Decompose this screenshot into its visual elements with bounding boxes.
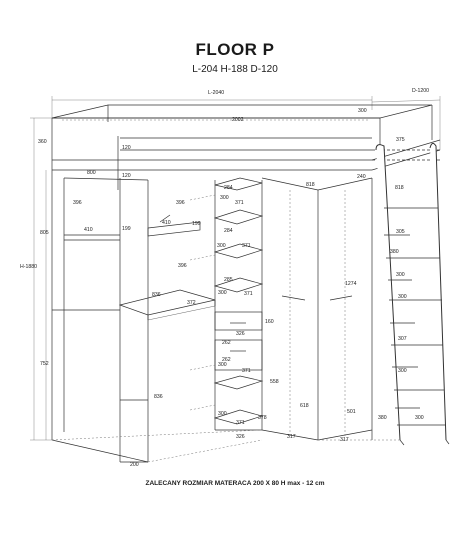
dim-160: 160 [265, 319, 274, 325]
dim-558: 558 [270, 379, 279, 385]
floor-outline [51, 429, 400, 463]
dim-396-b: 396 [176, 200, 185, 206]
ladder [375, 142, 450, 446]
dim-262-b: 262 [222, 357, 231, 363]
dim-326-b: 326 [236, 434, 245, 440]
dim-372: 372 [187, 300, 196, 306]
dim-300-l2: 300 [398, 294, 407, 300]
dim-805: 805 [40, 230, 49, 236]
dim-200: 200 [130, 462, 139, 468]
dim-300-top: 300 [358, 108, 367, 114]
dim-410-a: 410 [84, 227, 93, 233]
dim-836-b: 836 [154, 394, 163, 400]
dim-300-s5: 300 [218, 411, 227, 417]
dim-396-c: 396 [178, 263, 187, 269]
dim-371-c: 371 [244, 291, 253, 297]
dim-752: 752 [40, 361, 49, 367]
dim-199-a: 199 [122, 226, 131, 232]
desk [118, 214, 216, 321]
dim-396-a: 396 [73, 200, 82, 206]
dim-2002: 2002 [232, 117, 244, 123]
dim-375: 375 [396, 137, 405, 143]
dim-378: 378 [258, 415, 267, 421]
dim-199-b: 199 [192, 221, 201, 227]
dim-300-s1: 300 [220, 195, 229, 201]
dim-818-a: 818 [306, 182, 315, 188]
drawing-title: FLOOR P [195, 40, 275, 59]
dim-height-total: H-1880 [20, 264, 37, 270]
dim-1274: 1274 [345, 281, 357, 287]
dim-836-a: 836 [152, 292, 161, 298]
dim-317-b: 317 [340, 437, 349, 443]
dim-380-a: 380 [390, 249, 399, 255]
dim-618: 618 [300, 403, 309, 409]
dim-240: 240 [357, 174, 366, 180]
dim-317-a: 317 [287, 434, 296, 440]
dim-300-s3: 300 [218, 290, 227, 296]
dim-371-b: 371 [242, 243, 251, 249]
dim-501: 501 [347, 409, 356, 415]
dim-300-l3: 300 [398, 368, 407, 374]
dim-371-e: 371 [236, 420, 245, 426]
dim-305: 305 [396, 229, 405, 235]
dim-300-s4: 300 [218, 362, 227, 368]
dim-120-a: 120 [122, 145, 131, 151]
dim-371-d: 371 [242, 368, 251, 374]
dim-262-a: 262 [222, 340, 231, 346]
dim-length-total: L-2040 [208, 90, 224, 96]
dim-800-left: 800 [87, 170, 96, 176]
dim-284-b: 284 [224, 228, 233, 234]
dim-300-l4: 300 [415, 415, 424, 421]
wardrobe [261, 177, 373, 441]
dim-360: 360 [38, 139, 47, 145]
overall-dimension-lines [30, 96, 441, 441]
dim-307: 307 [398, 336, 407, 342]
left-side-panel [51, 170, 149, 463]
dimension-labels: L-2040 D-1200 H-1880 2002 300 375 120 12… [20, 88, 429, 468]
dim-285: 285 [224, 277, 233, 283]
dim-depth-total: D-1200 [412, 88, 429, 94]
dim-380-b: 380 [378, 415, 387, 421]
dim-818-b: 818 [395, 185, 404, 191]
dim-120-b: 120 [122, 173, 131, 179]
drawing-subtitle: L-204 H-188 D-120 [192, 64, 278, 75]
mattress-size-note: ZALECANY ROZMIAR MATERACA 200 X 80 H max… [145, 480, 325, 487]
dim-300-s2: 300 [217, 243, 226, 249]
dim-371-a: 371 [235, 200, 244, 206]
dim-284-a: 284 [224, 185, 233, 191]
shelf-unit [189, 177, 264, 431]
dim-300-l1: 300 [396, 272, 405, 278]
dim-326-a: 326 [236, 331, 245, 337]
dim-410-b: 410 [162, 220, 171, 226]
